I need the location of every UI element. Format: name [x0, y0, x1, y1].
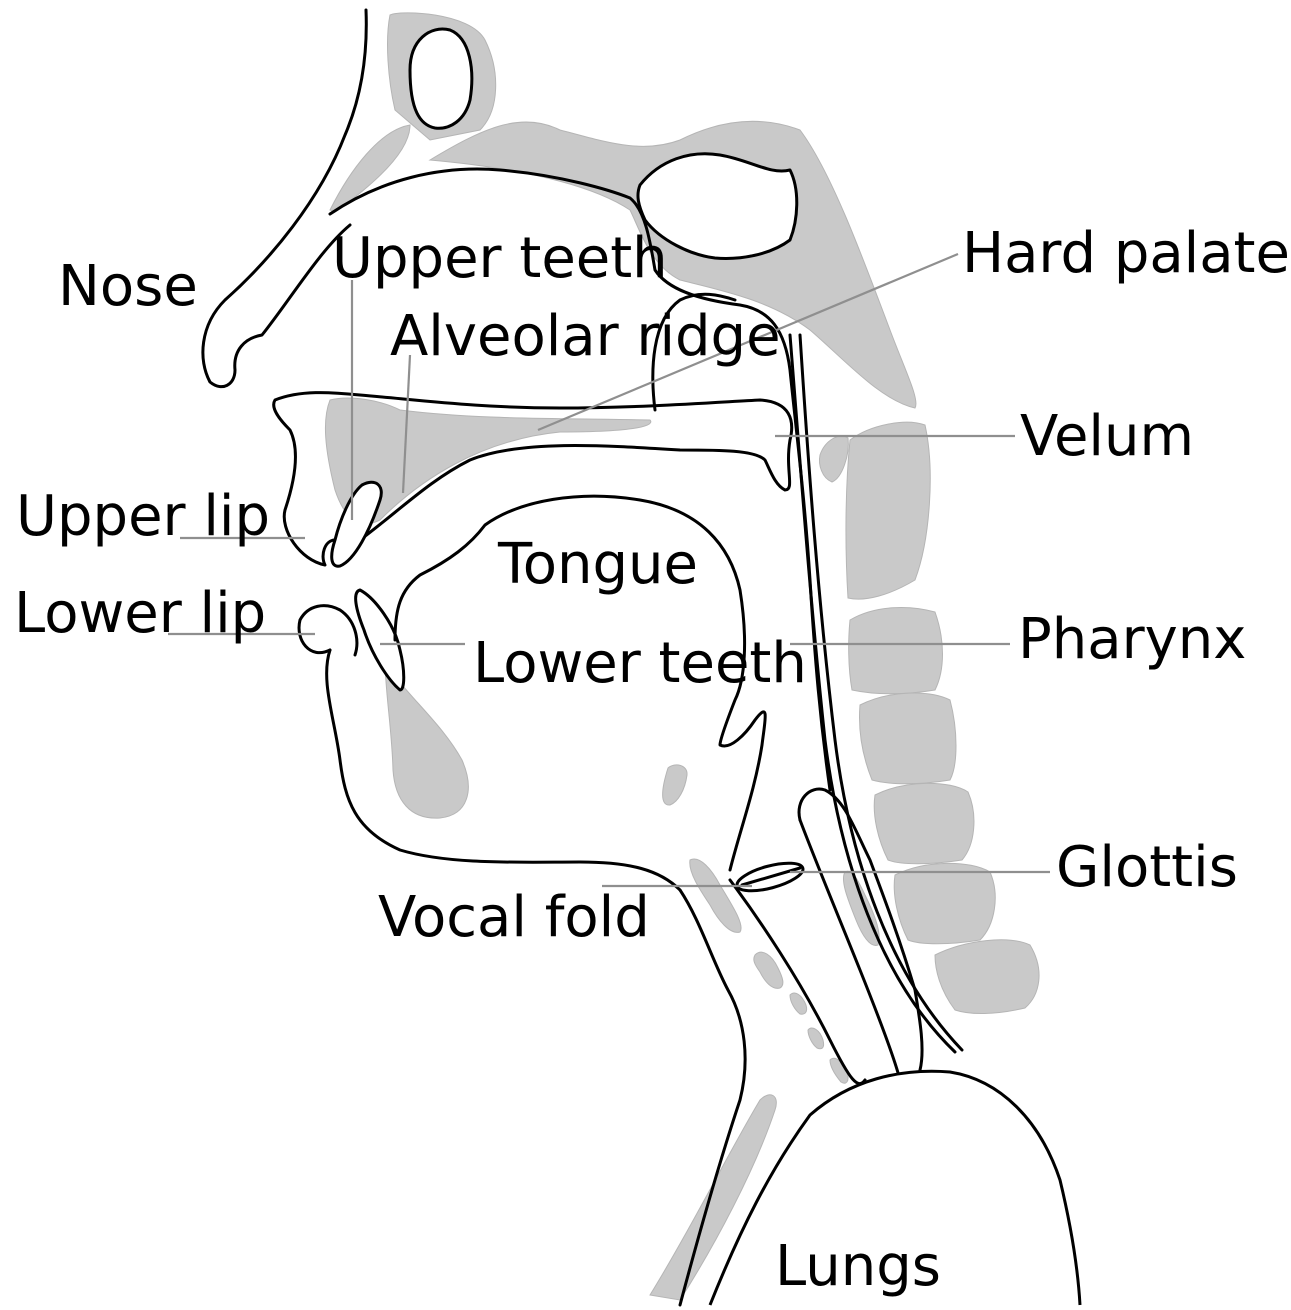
- label-hard-palate: Hard palate: [962, 221, 1290, 286]
- label-pharynx: Pharynx: [1018, 607, 1246, 672]
- label-lower-lip: Lower lip: [14, 581, 266, 646]
- label-upper-teeth: Upper teeth: [332, 226, 668, 291]
- label-lower-teeth: Lower teeth: [473, 631, 807, 696]
- label-tongue: Tongue: [497, 532, 698, 597]
- label-upper-lip: Upper lip: [16, 484, 270, 549]
- skull-bones: [325, 13, 916, 818]
- label-nose: Nose: [58, 254, 198, 319]
- label-velum: Velum: [1020, 404, 1194, 469]
- label-alveolar-ridge: Alveolar ridge: [390, 304, 781, 369]
- label-lungs: Lungs: [775, 1234, 941, 1299]
- label-glottis: Glottis: [1056, 835, 1238, 900]
- label-vocal-fold: Vocal fold: [378, 885, 650, 950]
